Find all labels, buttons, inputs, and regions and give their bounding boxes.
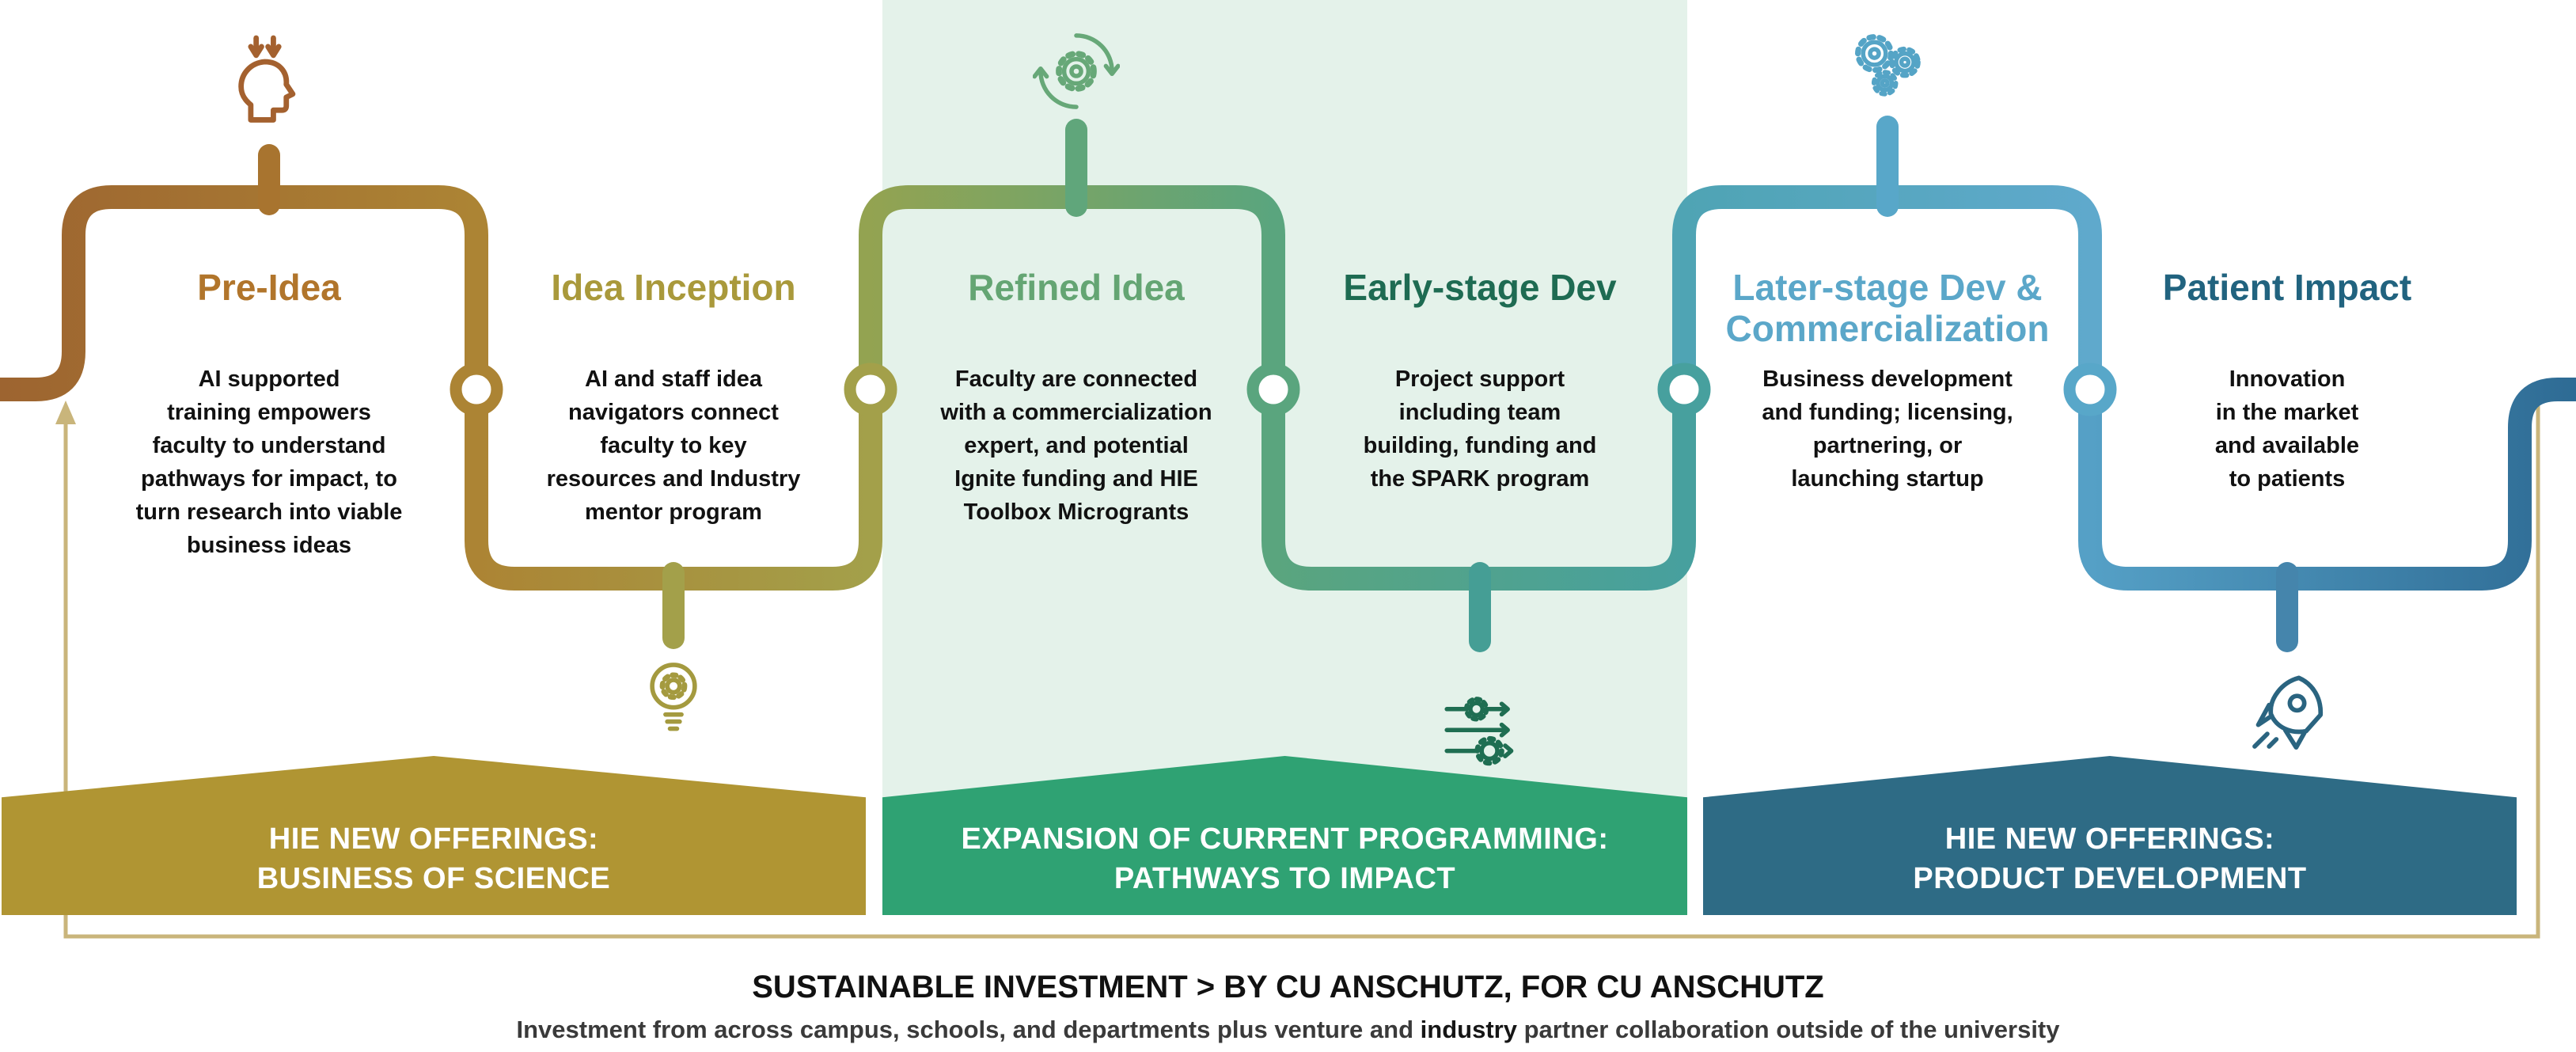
banner-line2: PATHWAYS TO IMPACT bbox=[1113, 862, 1456, 896]
path-node-2 bbox=[844, 363, 897, 416]
banner-text: HIE NEW OFFERINGS: BUSINESS OF SCIENCE bbox=[2, 756, 866, 898]
footer-subline: Investment from across campus, schools, … bbox=[0, 1016, 2576, 1044]
banner-line1: EXPANSION OF CURRENT PROGRAMMING: bbox=[961, 822, 1609, 856]
banner-line1: HIE NEW OFFERINGS: bbox=[268, 822, 599, 856]
footer-headline: SUSTAINABLE INVESTMENT > BY CU ANSCHUTZ,… bbox=[752, 970, 1824, 1005]
footer-subline-suffix: partner collaboration outside of the uni… bbox=[1516, 1016, 2060, 1043]
banner-line1: HIE NEW OFFERINGS: bbox=[1944, 822, 2275, 856]
feedback-arrowhead bbox=[55, 401, 76, 424]
stage-title: Refined Idea bbox=[968, 267, 1185, 308]
stage-title: Early-stage Dev bbox=[1343, 267, 1617, 308]
footer-subline-emphasis: industry bbox=[1420, 1016, 1517, 1043]
stage-title: Patient Impact bbox=[2162, 267, 2412, 308]
gear-cycle-icon bbox=[1033, 33, 1120, 109]
stage-early-stage-dev: Early-stage Dev Project support includin… bbox=[1298, 267, 1662, 496]
lightbulb-gear-icon bbox=[650, 663, 697, 731]
head-arrows-icon bbox=[238, 35, 296, 123]
stage-title: Later-stage Dev & Commercialization bbox=[1725, 267, 2050, 349]
stage-description: Faculty are connected with a commerciali… bbox=[940, 366, 1212, 526]
footer-subline-prefix: Investment from across campus, schools, … bbox=[516, 1016, 1421, 1043]
stage-title: Idea Inception bbox=[551, 267, 796, 308]
path-segment-pre-idea bbox=[0, 185, 488, 401]
stage-pre-idea: Pre-Idea AI supported training empowers … bbox=[63, 267, 475, 562]
banner-text: EXPANSION OF CURRENT PROGRAMMING: PATHWA… bbox=[882, 756, 1687, 898]
gears-icon bbox=[1855, 34, 1921, 97]
stage-refined-idea: Refined Idea Faculty are connected with … bbox=[871, 267, 1282, 529]
stage-description: AI supported training empowers faculty t… bbox=[135, 366, 403, 559]
stage-description: Innovation in the market and available t… bbox=[2214, 366, 2360, 492]
banner-line2: PRODUCT DEVELOPMENT bbox=[1913, 862, 2307, 896]
path-node-3 bbox=[1246, 363, 1300, 416]
path-segment-patient-impact bbox=[2078, 378, 2576, 591]
stage-description: AI and staff idea navigators connect fac… bbox=[546, 366, 801, 526]
stage-idea-inception: Idea Inception AI and staff idea navigat… bbox=[491, 267, 856, 529]
stage-description: Project support including team building,… bbox=[1363, 366, 1597, 492]
process-gears-icon bbox=[1444, 697, 1514, 766]
stage-later-stage-dev: Later-stage Dev & Commercialization Busi… bbox=[1682, 267, 2093, 496]
feedback-loop-line bbox=[63, 404, 2540, 939]
stage-description: Business development and funding; licens… bbox=[1762, 366, 2013, 492]
banner-text: HIE NEW OFFERINGS: PRODUCT DEVELOPMENT bbox=[1703, 756, 2517, 898]
stage-title: Pre-Idea bbox=[197, 267, 341, 308]
path-node-1 bbox=[450, 363, 503, 416]
path-node-4 bbox=[1657, 363, 1711, 416]
path-node-5 bbox=[2063, 363, 2117, 416]
banner-line2: BUSINESS OF SCIENCE bbox=[256, 862, 611, 896]
rocket-icon bbox=[2252, 675, 2324, 750]
stage-patient-impact: Patient Impact Innovation in the market … bbox=[2121, 267, 2453, 496]
